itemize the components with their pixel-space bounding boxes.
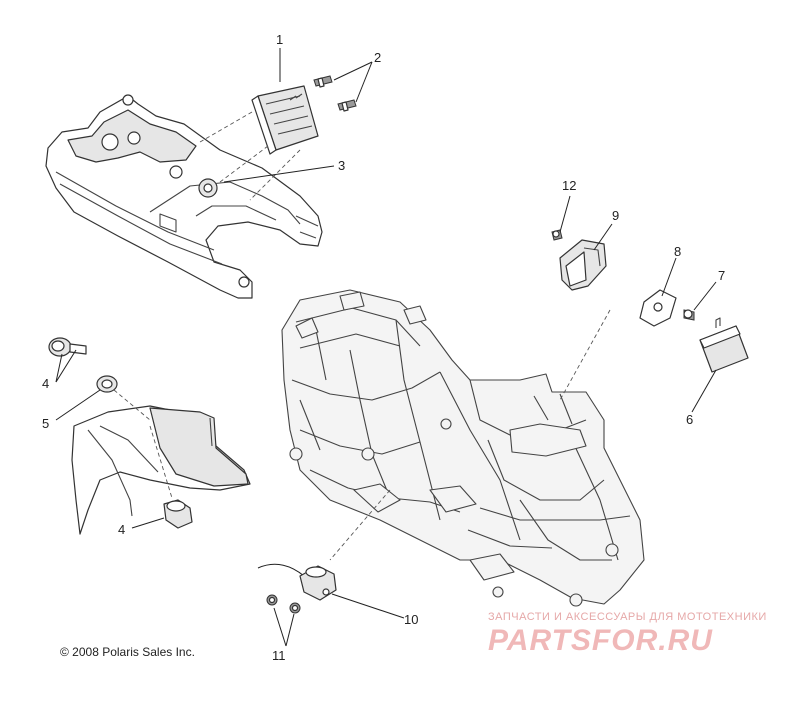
watermark-tagline: ЗАПЧАСТИ И АКСЕССУАРЫ ДЛЯ МОТОТЕХНИКИ [488,611,767,623]
switch-with-cable [257,563,337,601]
callout-1: 1 [276,32,283,47]
callout-5: 5 [42,416,49,431]
callout-6: 6 [686,412,693,427]
callout-4-upper: 4 [42,376,49,391]
callout-3: 3 [338,158,345,173]
copyright-notice: © 2008 Polaris Sales Inc. [60,645,195,659]
callout-7: 7 [718,268,725,283]
bulb-lower [163,499,193,529]
callout-11: 11 [272,648,286,663]
callout-2: 2 [374,50,381,65]
electronic-module [699,317,749,373]
voltage-regulator [251,85,319,155]
callout-10: 10 [404,612,418,627]
gasket-plate [639,289,677,327]
headlight-housing [71,405,251,535]
callout-labels: 1 2 3 4 4 5 6 7 8 9 10 11 12 [42,32,725,663]
mounting-bracket [559,239,607,291]
grommet [96,375,118,393]
watermark-logo: PARTSFOR.RU [488,624,713,657]
lamp-socket-upper [48,337,87,357]
switch-screws [266,594,301,614]
leader-lines [55,48,717,647]
callout-4-lower: 4 [118,522,125,537]
callout-9: 9 [612,208,619,223]
screw [683,309,695,321]
bolts [313,75,357,112]
callout-8: 8 [674,244,681,259]
callout-12: 12 [562,178,576,193]
small-bolt [551,229,563,241]
rear-bracket-assembly [45,94,323,299]
main-frame [281,289,645,607]
